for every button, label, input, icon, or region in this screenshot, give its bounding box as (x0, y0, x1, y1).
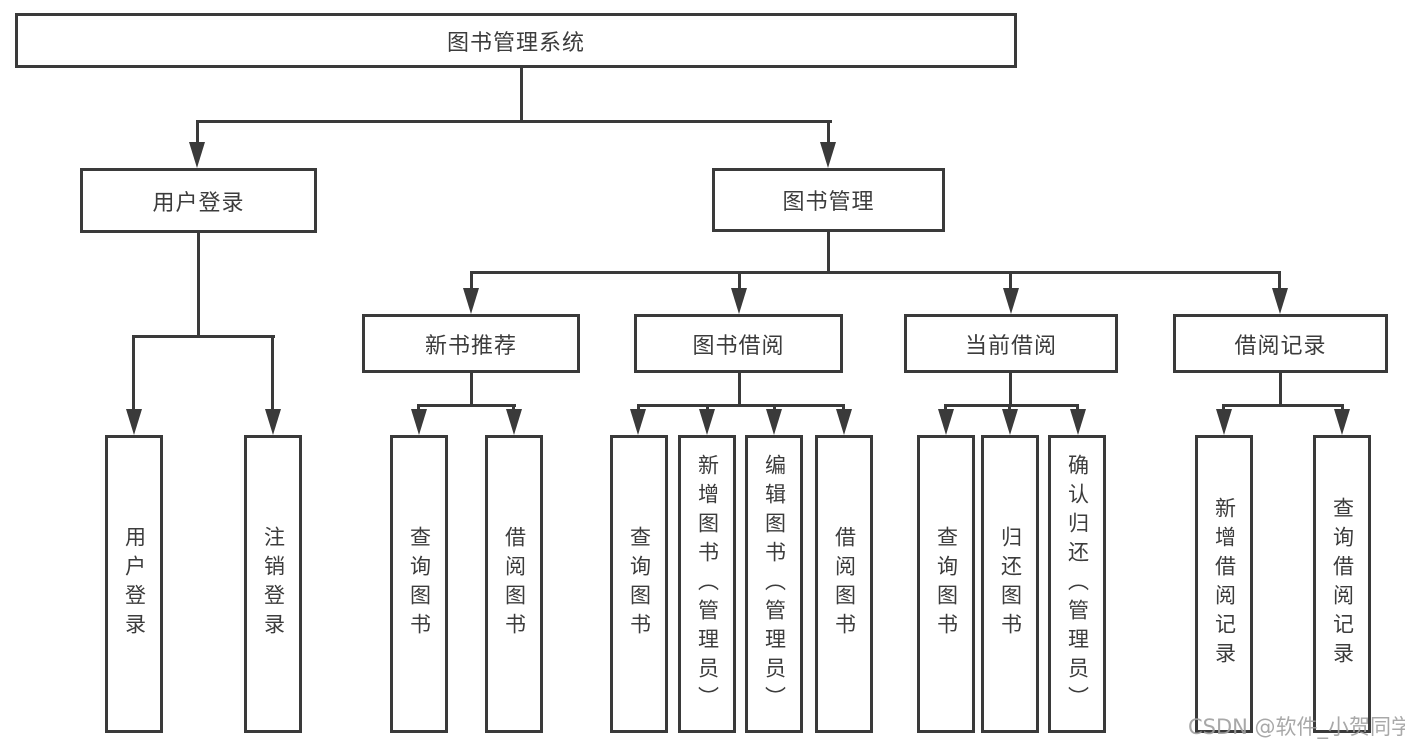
node-user-login: 用户登录 (80, 168, 317, 233)
connector-line (196, 120, 199, 144)
arrow-down-icon (938, 409, 954, 435)
arrow-down-icon (411, 409, 427, 435)
node-leaf-bb-borrow-book: 借阅图书 (815, 435, 873, 733)
arrow-down-icon (463, 288, 479, 314)
connector-line (637, 404, 845, 407)
arrow-down-icon (699, 409, 715, 435)
node-leaf-rec-query-record: 查询借阅记录 (1313, 435, 1371, 733)
connector-line (417, 404, 420, 412)
node-leaf-nbr-query-book: 查询图书 (390, 435, 448, 733)
connector-line (944, 404, 947, 412)
arrow-down-icon (265, 409, 281, 435)
watermark: CSDN @软件_小贺同学 (1188, 715, 1405, 739)
connector-line (197, 233, 200, 337)
connector-line (637, 404, 640, 412)
node-leaf-bb-query-book: 查询图书 (610, 435, 668, 733)
arrow-down-icon (836, 409, 852, 435)
arrow-down-icon (766, 409, 782, 435)
connector-line (842, 404, 845, 412)
connector-line (1008, 404, 1011, 412)
connector-line (133, 335, 275, 338)
node-leaf-cb-query-book: 查询图书 (917, 435, 975, 733)
node-leaf-bb-add-book-admin: 新增图书（管理员） (678, 435, 736, 733)
arrow-down-icon (1272, 288, 1288, 314)
node-leaf-user-login: 用户登录 (105, 435, 163, 733)
node-current-borrow: 当前借阅 (904, 314, 1118, 373)
connector-line (418, 404, 516, 407)
connector-line (1341, 404, 1344, 412)
connector-line (827, 120, 830, 144)
node-leaf-logout: 注销登录 (244, 435, 302, 733)
node-leaf-rec-add-record: 新增借阅记录 (1195, 435, 1253, 733)
connector-line (1009, 271, 1012, 289)
connector-line (512, 404, 515, 412)
connector-line (1076, 404, 1079, 412)
arrow-down-icon (1216, 409, 1232, 435)
connector-line (271, 335, 274, 412)
arrow-down-icon (1003, 288, 1019, 314)
arrow-down-icon (126, 409, 142, 435)
connector-line (1223, 404, 1344, 407)
connector-line (827, 232, 830, 273)
node-root-library-management-system: 图书管理系统 (15, 13, 1017, 68)
node-book-management: 图书管理 (712, 168, 945, 232)
connector-line (1278, 271, 1281, 289)
arrow-down-icon (820, 142, 836, 168)
connector-line (1222, 404, 1225, 412)
connector-line (945, 404, 1079, 407)
arrow-down-icon (731, 288, 747, 314)
node-leaf-cb-return-book: 归还图书 (981, 435, 1039, 733)
connector-line (520, 68, 523, 121)
connector-line (706, 404, 709, 412)
node-book-borrow: 图书借阅 (634, 314, 843, 373)
arrow-down-icon (1070, 409, 1086, 435)
connector-line (773, 404, 776, 412)
node-borrow-records: 借阅记录 (1173, 314, 1388, 373)
connector-line (470, 271, 1281, 274)
connector-line (132, 335, 135, 412)
node-leaf-bb-edit-book-admin: 编辑图书（管理员） (745, 435, 803, 733)
connector-line (1009, 373, 1012, 406)
arrow-down-icon (189, 142, 205, 168)
arrow-down-icon (630, 409, 646, 435)
connector-line (470, 271, 473, 289)
arrow-down-icon (506, 409, 522, 435)
node-leaf-nbr-borrow-book: 借阅图书 (485, 435, 543, 733)
node-leaf-cb-confirm-return-admin: 确认归还（管理员） (1048, 435, 1106, 733)
connector-line (470, 373, 473, 406)
connector-line (1279, 373, 1282, 406)
arrow-down-icon (1002, 409, 1018, 435)
connector-line (738, 373, 741, 406)
arrow-down-icon (1334, 409, 1350, 435)
connector-line (197, 120, 832, 123)
node-new-book-recommend: 新书推荐 (362, 314, 580, 373)
connector-line (738, 271, 741, 289)
